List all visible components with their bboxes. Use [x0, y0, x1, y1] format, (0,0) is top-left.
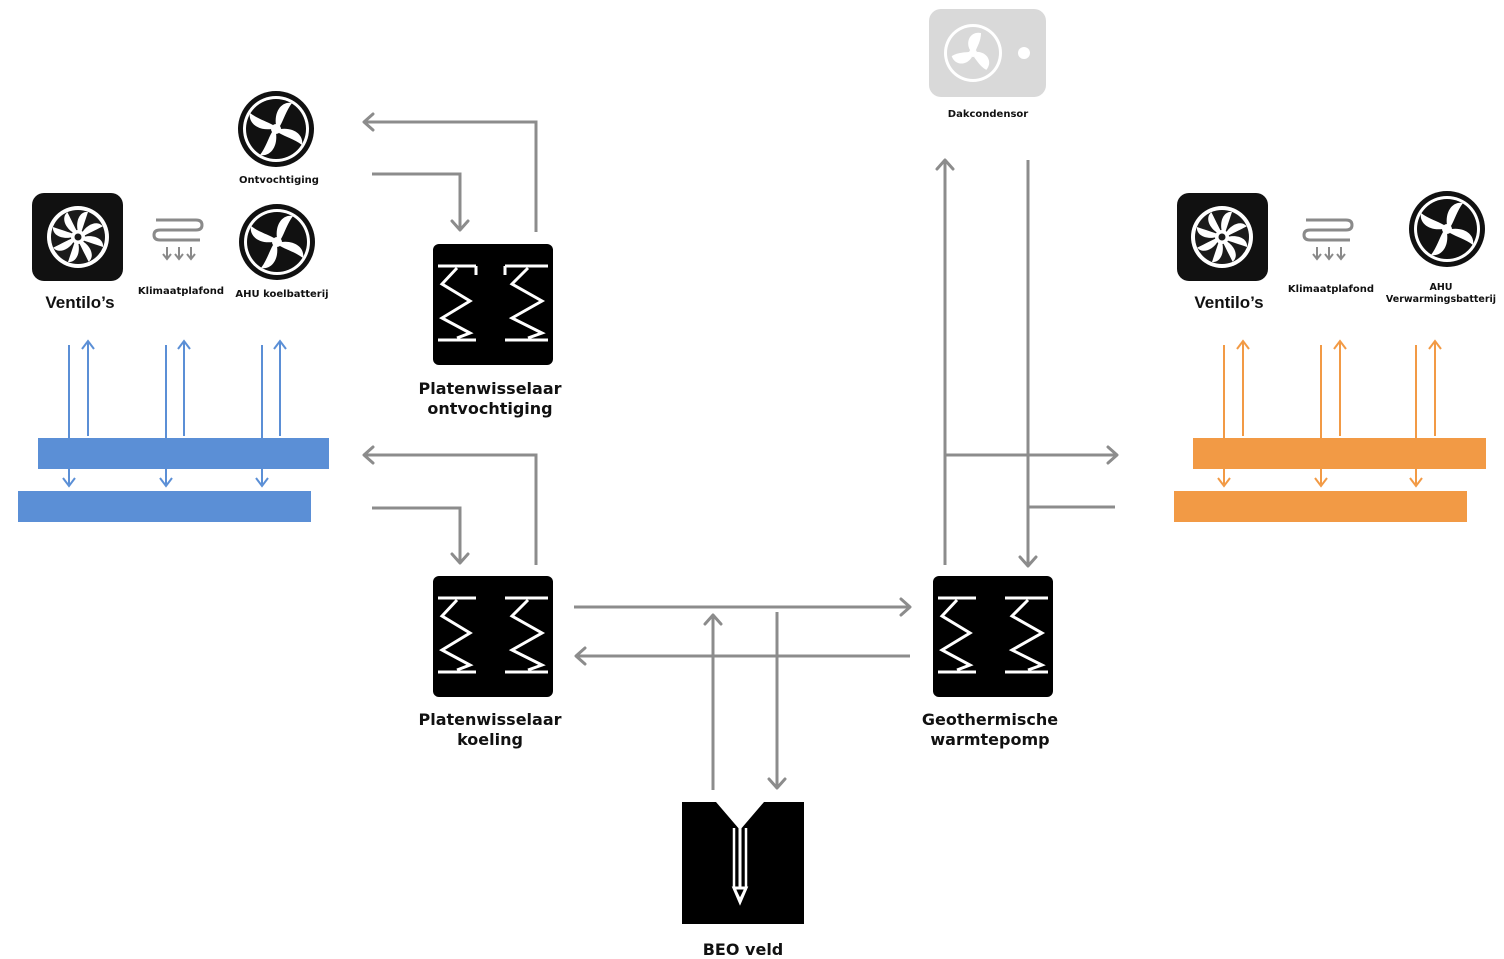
klimaatplafond-label-cooling: Klimaatplafond [138, 286, 224, 297]
heating-supply-bar [1193, 438, 1486, 469]
ventilo-label-cooling: Ventilo’s [45, 293, 114, 312]
ceiling-radiant-icon-cooling [152, 218, 204, 261]
ventilo-icon-heating [1177, 193, 1268, 281]
ahu-fan-icon-heating [1409, 191, 1485, 267]
ventilo-icon-cooling [32, 193, 123, 281]
heatpump-label-line1: Geothermische [922, 710, 1058, 729]
ahu-fan-icon-cooling [239, 204, 315, 280]
condenser-icon [929, 9, 1046, 97]
ceiling-radiant-icon-heating [1302, 218, 1354, 261]
hx-ontvochtiging-label-line2: ontvochtiging [427, 399, 552, 418]
pipes-ontvochtiging [362, 112, 538, 232]
pipes-center [574, 597, 912, 790]
cooling-return-bar [18, 491, 311, 522]
hx-koeling-label-line1: Platenwisselaar [418, 710, 561, 729]
hx-ontvochtiging-label-line1: Platenwisselaar [418, 379, 561, 398]
ontvochtiging-fan-icon [238, 91, 314, 167]
heat-exchanger-icon-ontvochtiging [433, 244, 553, 365]
pipes-right [935, 158, 1119, 568]
hx-koeling-label-line2: koeling [457, 730, 523, 749]
dakcondensor-label: Dakcondensor [948, 109, 1028, 120]
heating-flow-arrows [1217, 339, 1442, 488]
cooling-supply-bar [38, 438, 329, 469]
ventilo-label-heating: Ventilo’s [1194, 293, 1263, 312]
heatpump-label-line2: warmtepomp [930, 730, 1049, 749]
borehole-icon [682, 801, 804, 924]
pipes-koeling [362, 445, 538, 565]
ahu-label-heating-line1: AHU [1429, 282, 1452, 293]
ahu-label-heating-line2: Verwarmingsbatterij [1386, 294, 1496, 305]
ontvochtiging-label: Ontvochtiging [239, 175, 319, 186]
beo-veld-label: BEO veld [703, 940, 784, 959]
cooling-flow-arrows [62, 339, 287, 488]
heat-exchanger-icon-koeling [433, 576, 553, 697]
heat-pump-icon [933, 576, 1053, 697]
ahu-label-cooling: AHU koelbatterij [235, 289, 328, 300]
klimaatplafond-label-heating: Klimaatplafond [1288, 284, 1374, 295]
heating-return-bar [1174, 491, 1467, 522]
